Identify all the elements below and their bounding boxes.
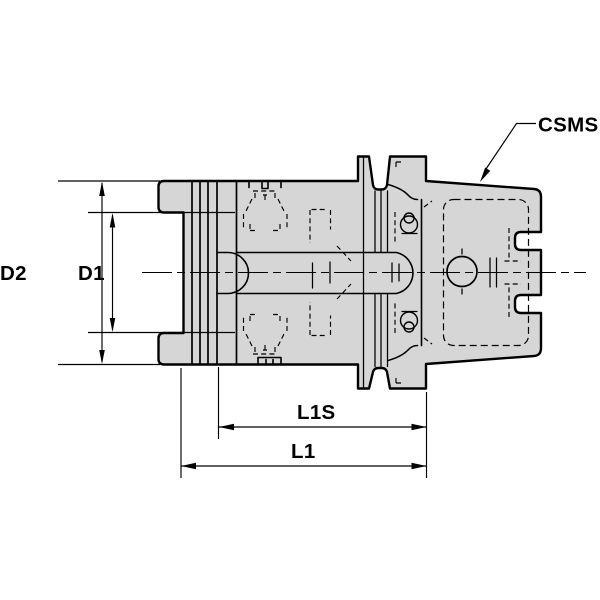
l1s-arrow-left [219, 423, 234, 431]
d2-extension-lines [58, 180, 160, 366]
callout-csms: CSMS [480, 114, 598, 182]
l1s-label: L1S [297, 401, 336, 424]
l1-arrow-left [181, 462, 196, 470]
l1s-arrow-right [411, 423, 427, 431]
hidden-cavity-bottom [242, 283, 352, 355]
l1-label: L1 [291, 440, 316, 463]
d2-label: D2 [0, 262, 27, 285]
csms-label: CSMS [538, 114, 598, 137]
d2-arrow-down [99, 350, 105, 364]
d2-arrow-up [99, 181, 105, 196]
csms-leader-arrowhead [480, 167, 491, 182]
keyway-edge-marks [248, 180, 282, 365]
d1-arrow-up [109, 213, 116, 228]
d1-arrow-down [109, 318, 116, 332]
clamp-screw-circles [399, 212, 419, 333]
d1-extension-lines [88, 211, 235, 334]
hidden-detail-dashes [394, 161, 521, 384]
csms-leader-line [485, 122, 536, 170]
dimension-l1s: L1S [217, 367, 427, 439]
coolant-hole [446, 248, 478, 295]
l1-arrow-right [411, 462, 427, 470]
hidden-cavity-top [242, 190, 352, 262]
d1-label: D1 [78, 262, 105, 285]
dimension-d1: D1 [78, 211, 235, 334]
dimension-l1: L1 [180, 368, 428, 478]
